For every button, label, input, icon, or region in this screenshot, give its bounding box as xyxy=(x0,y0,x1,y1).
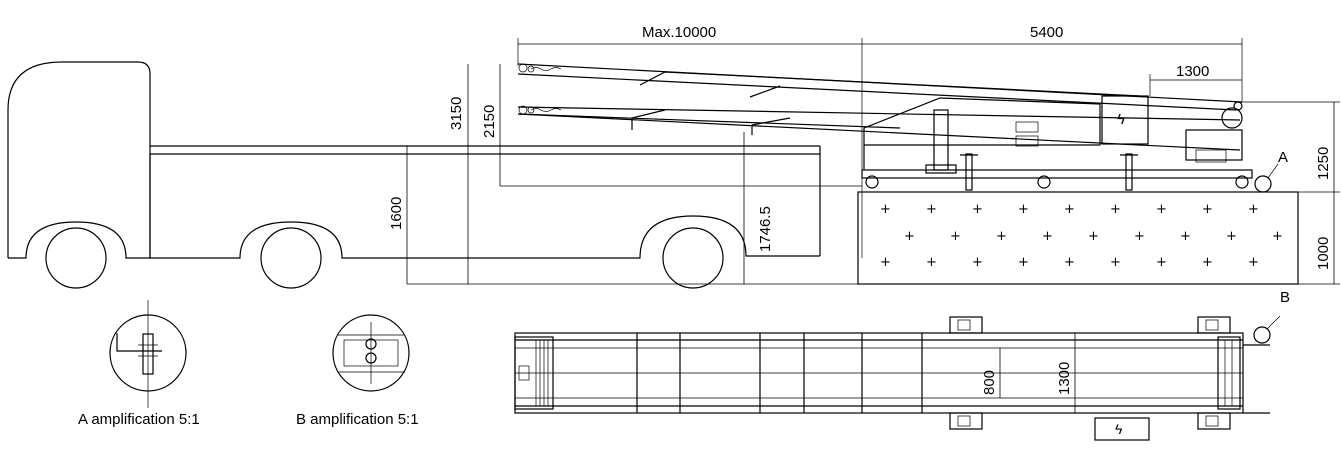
platform-plus-mark: + xyxy=(1202,202,1213,217)
dimension-lines: Max.10000 5400 1300 3150 2150 1600 1746.… xyxy=(388,24,1340,285)
platform-plus-mark: + xyxy=(926,255,937,270)
platform-plus-mark: + xyxy=(1110,202,1121,217)
truck-outline xyxy=(7,61,821,259)
casters xyxy=(865,175,1249,189)
platform-plus-mark: + xyxy=(1248,202,1259,217)
platform-plus-mark: + xyxy=(1156,255,1167,270)
electric-box-symbol: ϟ xyxy=(1117,111,1125,128)
platform-fill-pattern: + + + + + + + + + + + + + + + + + + + + + + + + + + + xyxy=(880,202,1283,270)
platform-plus-mark: + xyxy=(1180,229,1191,244)
platform-plus-mark: + xyxy=(1134,229,1145,244)
dim-height-upper: 2150 xyxy=(481,105,498,138)
platform-plus-mark: + xyxy=(1042,229,1053,244)
platform-block: + + + + + + + + + + + + + + + + + + + + + + + + + + + xyxy=(857,191,1299,285)
detail-a-caption: A amplification 5:1 xyxy=(78,411,200,428)
top-electric-symbol: ϟ xyxy=(1115,421,1123,437)
top-electric-box xyxy=(1094,417,1150,441)
conveyor-side-view: ϟ xyxy=(517,63,1253,191)
truck-wheel-middle xyxy=(260,227,322,289)
detail-b: B amplification 5:1 xyxy=(296,314,419,428)
platform-plus-mark: + xyxy=(880,255,891,270)
dim-max-length: Max.10000 xyxy=(642,24,716,41)
platform-plus-mark: + xyxy=(926,202,937,217)
dim-height-min: 1746.5 xyxy=(757,206,774,252)
head-roller-ribs xyxy=(535,340,549,406)
detail-a: A amplification 5:1 xyxy=(78,300,200,428)
electric-box xyxy=(1101,95,1149,145)
dim-height-truck: 1600 xyxy=(388,197,405,230)
drive-motor xyxy=(1185,101,1243,163)
dim-height-platform: 1000 xyxy=(1315,237,1332,270)
platform-plus-mark: + xyxy=(972,255,983,270)
top-view-dimensions: 800 1300 xyxy=(981,333,1076,413)
platform-plus-mark: + xyxy=(1156,202,1167,217)
platform-plus-mark: + xyxy=(1272,229,1283,244)
dim-belt-width: 800 xyxy=(981,370,998,395)
platform-plus-mark: + xyxy=(1064,202,1075,217)
dim-frame-width: 1300 xyxy=(1056,362,1073,395)
platform-plus-mark: + xyxy=(1018,255,1029,270)
lift-column xyxy=(933,109,949,171)
truck-wheel-rear xyxy=(662,227,724,289)
platform-plus-mark: + xyxy=(1110,255,1121,270)
callout-b-circle xyxy=(1253,326,1271,344)
platform-plus-mark: + xyxy=(1018,202,1029,217)
dim-height-frame: 1250 xyxy=(1315,147,1332,180)
platform-plus-mark: + xyxy=(972,202,983,217)
dim-base-length: 5400 xyxy=(1030,24,1063,41)
conveyor-top-view: ϟ xyxy=(514,316,1270,441)
platform-plus-mark: + xyxy=(904,229,915,244)
platform-plus-mark: + xyxy=(1088,229,1099,244)
callout-a-label: A xyxy=(1278,149,1288,166)
dim-top-offset: 1300 xyxy=(1176,63,1209,80)
callout-a-circle xyxy=(1254,175,1272,193)
platform-plus-mark: + xyxy=(1202,255,1213,270)
platform-plus-mark: + xyxy=(880,202,891,217)
outrigger-feet xyxy=(949,316,1231,430)
dim-height-total: 3150 xyxy=(448,97,465,130)
platform-plus-mark: + xyxy=(996,229,1007,244)
platform-plus-mark: + xyxy=(1064,255,1075,270)
platform-plus-mark: + xyxy=(950,229,961,244)
truck-wheel-front xyxy=(45,227,107,289)
chain-rollers xyxy=(518,63,562,115)
platform-plus-mark: + xyxy=(1248,255,1259,270)
callout-b-label: B xyxy=(1280,289,1290,306)
detail-b-caption: B amplification 5:1 xyxy=(296,411,419,428)
platform-plus-mark: + xyxy=(1226,229,1237,244)
truck-wheels xyxy=(45,227,724,289)
